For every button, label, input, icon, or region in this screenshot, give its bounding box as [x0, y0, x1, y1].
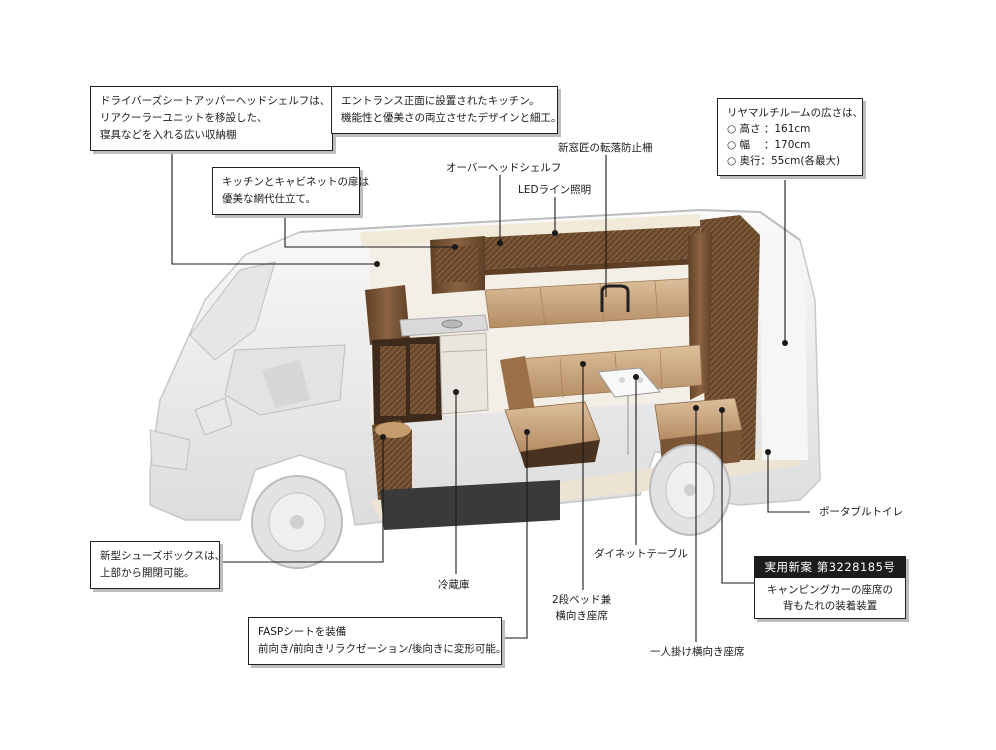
label-line: 横向き座席 [555, 610, 608, 622]
label-overhead-shelf: オーバーヘッドシェルフ [446, 162, 562, 174]
label-dinette-table: ダイネットテーブル [594, 548, 688, 560]
leader-lines [171, 144, 810, 642]
patent-line: 背もたれの装着装置 [782, 600, 878, 612]
callout-rear-room: リヤマルチルームの広さは、 ○ 高さ ：161cm ○ 幅 ：170cm ○ 奥… [717, 98, 863, 176]
callout-text: ○ 高さ ：161cm [727, 123, 811, 135]
front-wheel [251, 475, 343, 569]
callout-text: 上部から開閉可能。 [100, 567, 195, 579]
callout-kitchen-doors: キッチンとキャビネットの扉は 優美な網代仕立て。 [212, 167, 369, 215]
callout-text: キッチンとキャビネットの扉は [222, 176, 369, 188]
callout-text: 前向き/前向きリラクゼーション/後向きに変形可能。 [258, 643, 507, 655]
callout-entrance-kitchen: エントランス正面に設置されたキッチン。 機能性と優美さの両立させたデザインと細工… [331, 86, 562, 134]
leader-dots [374, 230, 788, 455]
callout-text: ○ 幅 ：170cm [727, 139, 811, 151]
patent-line: キャンピングカーの座席の [767, 584, 893, 596]
label-led-light: LEDライン照明 [518, 184, 592, 196]
patent-title: 実用新案 第3228185号 [754, 556, 906, 578]
callout-text: リアクーラーユニットを移設した、 [100, 112, 268, 124]
callout-text: エントランス正面に設置されたキッチン。 [341, 95, 540, 107]
patent-description: キャンピングカーの座席の 背もたれの装着装置 [754, 578, 906, 619]
label-line: 2段ベッド兼 [552, 594, 612, 606]
callout-text: リヤマルチルームの広さは、 [727, 107, 864, 119]
label-portable-toilet: ポータブルトイレ [819, 506, 903, 518]
patent-badge: 実用新案 第3228185号 キャンピングカーの座席の 背もたれの装着装置 [754, 556, 906, 619]
rear-wheel [649, 444, 731, 536]
label-single-seat: 一人掛け横向き座席 [650, 646, 745, 658]
callout-driver-shelf: ドライバーズシートアッパーヘッドシェルフは、 リアクーラーユニットを移設した、 … [90, 86, 333, 151]
callout-text: 新型シューズボックスは、 [100, 550, 226, 562]
callout-text: 優美な網代仕立て。 [222, 193, 317, 205]
callout-fasp-seat: FASPシートを装備 前向き/前向きリラクゼーション/後向きに変形可能。 [248, 617, 507, 665]
label-bed-seat: 2段ベッド兼 横向き座席 [552, 592, 611, 624]
callout-shoe-box: 新型シューズボックスは、 上部から開閉可能。 [90, 541, 226, 589]
callout-text: ○ 奥行：55cm(各最大) [727, 155, 841, 167]
callout-text: ドライバーズシートアッパーヘッドシェルフは、 [100, 95, 331, 107]
label-window-guard: 新窓匠の転落防止柵 [558, 142, 653, 154]
callout-text: 機能性と優美さの両立させたデザインと細工。 [341, 112, 562, 124]
callout-text: 寝具などを入れる広い収納棚 [100, 129, 237, 141]
label-fridge: 冷蔵庫 [438, 579, 470, 591]
callout-text: FASPシートを装備 [258, 626, 347, 638]
